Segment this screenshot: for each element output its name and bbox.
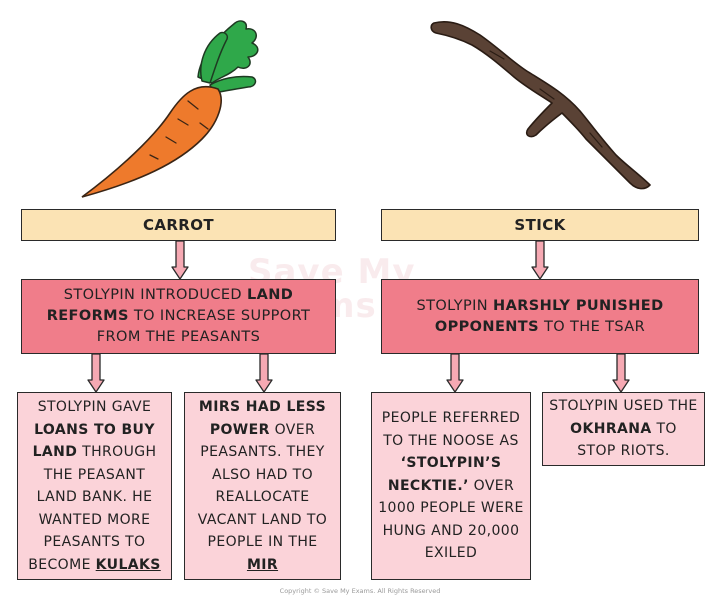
stick-leaf-necktie: PEOPLE REFERRED TO THE NOOSE AS ‘STOLYPI… xyxy=(371,392,531,580)
arrow-leaf1 xyxy=(87,354,105,393)
carrot-main-text: STOLYPIN INTRODUCED LAND REFORMS TO INCR… xyxy=(46,287,311,345)
carrot-leaf-mirs: MIRS HAD LESS POWER OVER PEASANTS. THEY … xyxy=(184,392,341,580)
carrot-leaf-loans-text: STOLYPIN GAVE LOANS TO BUY LAND THROUGH … xyxy=(28,399,161,573)
copyright-notice: Copyright © Save My Exams. All Rights Re… xyxy=(279,587,441,595)
carrot-leaf-mirs-text: MIRS HAD LESS POWER OVER PEASANTS. THEY … xyxy=(197,399,328,573)
carrot-leaf-loans: STOLYPIN GAVE LOANS TO BUY LAND THROUGH … xyxy=(17,392,172,580)
arrow-leaf4 xyxy=(612,354,630,393)
carrot-main-box: STOLYPIN INTRODUCED LAND REFORMS TO INCR… xyxy=(21,279,336,354)
carrot-icon xyxy=(81,20,259,198)
stick-leaf-necktie-text: PEOPLE REFERRED TO THE NOOSE AS ‘STOLYPI… xyxy=(378,410,524,562)
stick-main-text: STOLYPIN HARSHLY PUNISHED OPPONENTS TO T… xyxy=(416,297,664,335)
stick-header-label: STICK xyxy=(514,216,566,234)
carrot-header-label: CARROT xyxy=(142,216,215,234)
arrow-leaf3 xyxy=(446,354,464,393)
stick-header: STICK xyxy=(381,209,699,241)
stick-leaf-okhrana-text: STOLYPIN USED THE OKHRANA TO STOP RIOTS. xyxy=(549,398,698,460)
stick-leaf-okhrana: STOLYPIN USED THE OKHRANA TO STOP RIOTS. xyxy=(542,392,705,466)
stick-main-box: STOLYPIN HARSHLY PUNISHED OPPONENTS TO T… xyxy=(381,279,699,354)
arrow-stick-main xyxy=(531,241,549,280)
arrow-leaf2 xyxy=(255,354,273,393)
arrow-carrot-main xyxy=(171,241,189,280)
stick-icon xyxy=(430,20,651,190)
carrot-header: CARROT xyxy=(21,209,336,241)
